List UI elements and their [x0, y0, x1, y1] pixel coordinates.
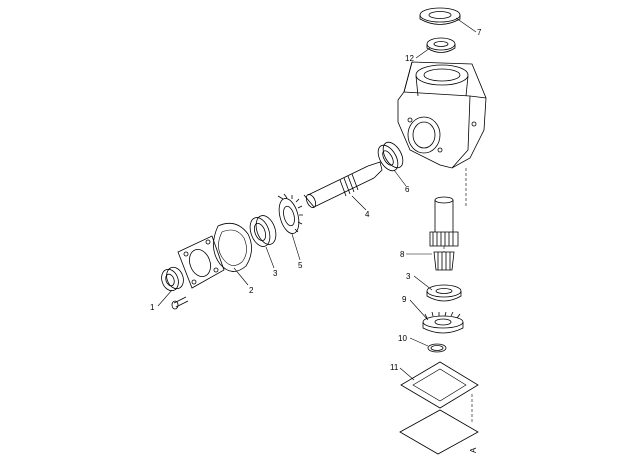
- seal-left: [161, 266, 184, 292]
- bearing-housing-side: [377, 141, 404, 172]
- callout-5: 5: [298, 261, 303, 270]
- callout-1: 1: [150, 303, 155, 312]
- bolt: [171, 296, 189, 310]
- snap-ring: [427, 343, 447, 353]
- cover-plate: [399, 394, 479, 455]
- flange-cover: [177, 235, 225, 289]
- gasket-cover: [400, 361, 479, 409]
- callout-2: 2: [249, 286, 254, 295]
- callout-11: 11: [390, 363, 399, 372]
- callout-8: 8: [400, 250, 405, 259]
- callout-3: 3: [273, 269, 278, 278]
- gasket-flange: [213, 222, 252, 272]
- callout-9: 9: [402, 295, 407, 304]
- callout-10: 10: [398, 334, 407, 343]
- callout-3b: 3: [406, 272, 411, 281]
- callout-12: 12: [405, 54, 414, 63]
- callout-7: 7: [477, 28, 482, 37]
- seal-top: [419, 7, 461, 25]
- bevel-gear-horizontal: [277, 193, 303, 234]
- callout-6: 6: [405, 185, 410, 194]
- input-shaft: [303, 161, 383, 208]
- bevel-gear-lower: [422, 311, 464, 334]
- callout-4: 4: [365, 210, 370, 219]
- pinion-shaft: [429, 196, 459, 271]
- gearbox-housing: [397, 61, 487, 206]
- bearing-lower: [426, 284, 462, 302]
- bearing-left: [249, 215, 277, 247]
- bearing-top: [426, 37, 456, 53]
- corner-mark: A: [469, 447, 478, 453]
- leader-lines: [157, 17, 477, 381]
